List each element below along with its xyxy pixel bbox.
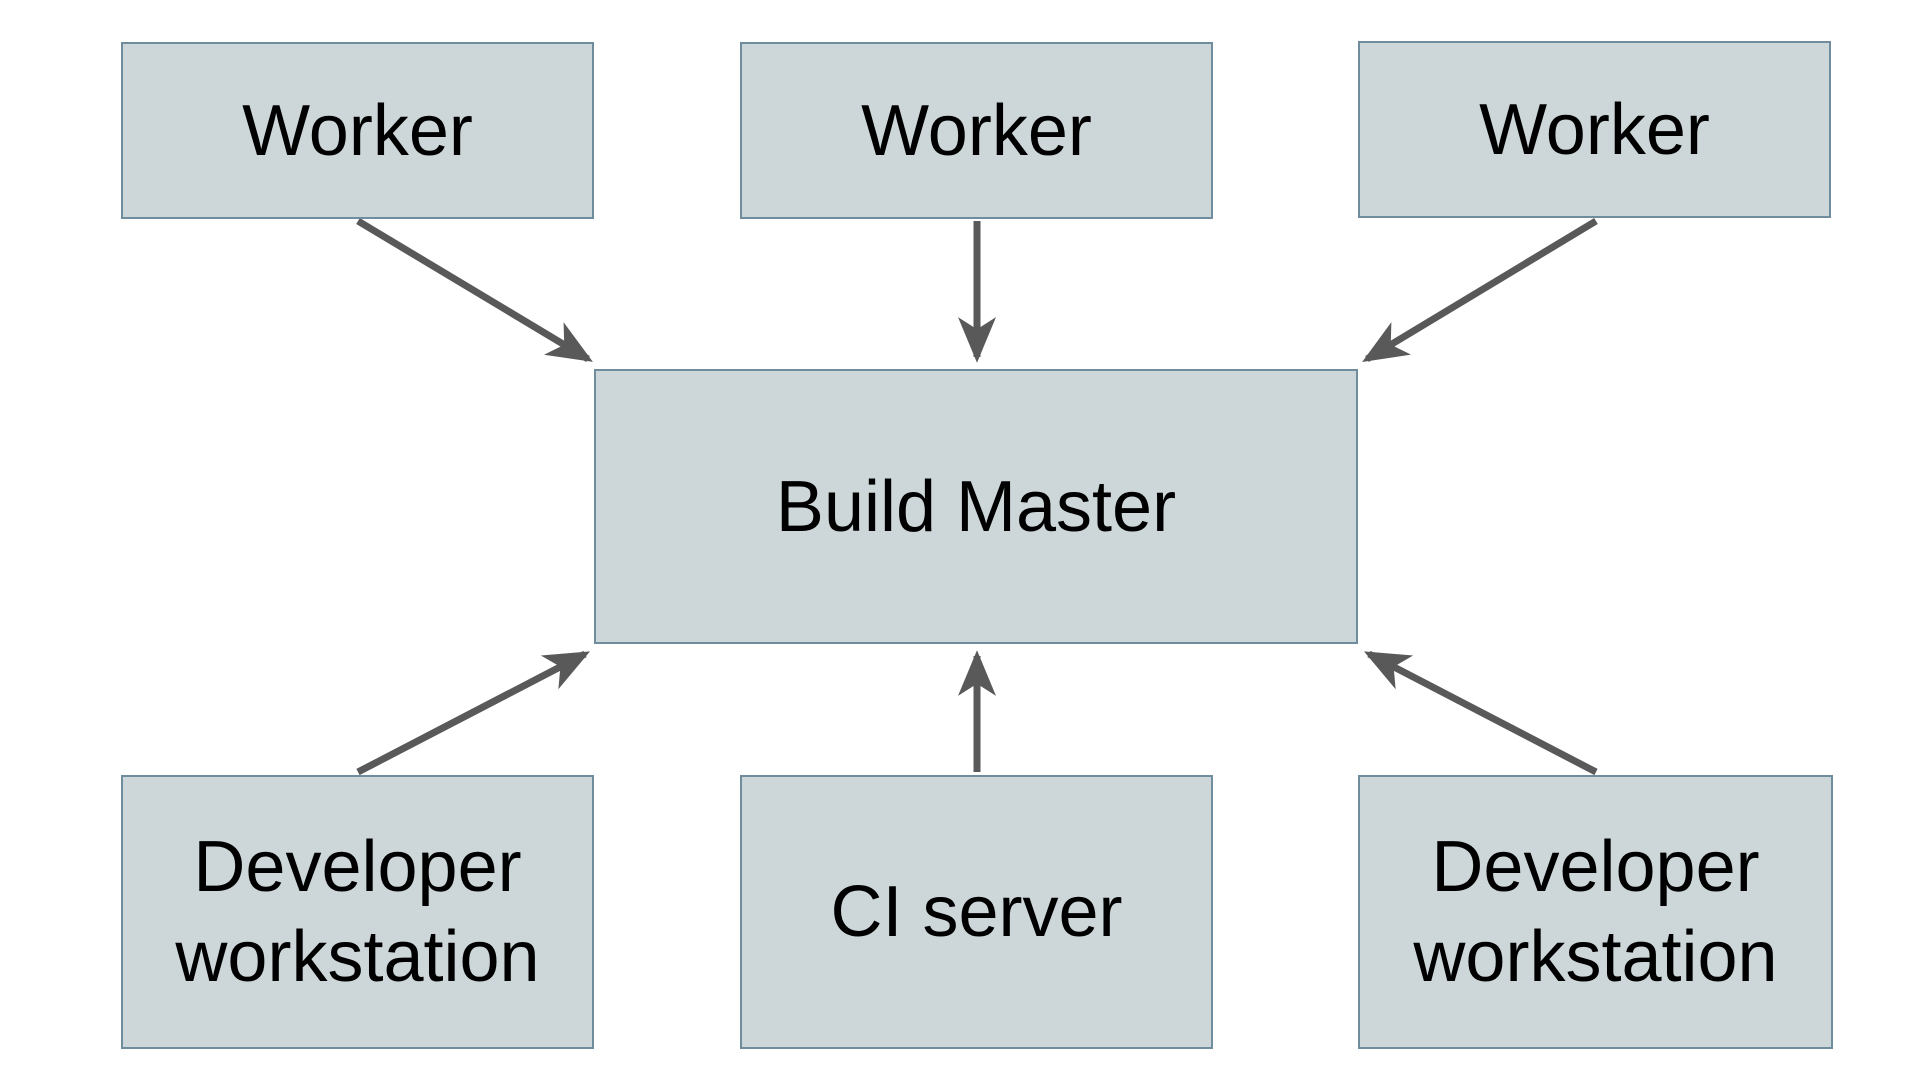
arrow-devworkstation-left-to-buildmaster [356,650,591,776]
node-developer-workstation-right-label: Developer workstation [1413,827,1778,997]
node-build-master: Build Master [594,369,1358,644]
node-worker-2: Worker [740,42,1213,219]
node-ci-server: CI server [740,775,1213,1049]
node-ci-server-label: CI server [830,872,1123,952]
node-developer-workstation-left: Developer workstation [121,775,594,1049]
node-developer-workstation-left-label: Developer workstation [175,827,540,997]
node-worker-1: Worker [121,42,594,219]
node-worker-3-label: Worker [1479,89,1710,170]
node-developer-workstation-right: Developer workstation [1358,775,1833,1049]
node-build-master-label: Build Master [775,466,1177,547]
node-worker-2-label: Worker [861,90,1092,171]
arrow-worker1-to-buildmaster [356,217,593,363]
node-worker-3: Worker [1358,41,1831,218]
arrow-devworkstation-right-to-buildmaster [1363,650,1598,776]
node-worker-1-label: Worker [242,90,473,171]
arrow-worker3-to-buildmaster [1362,218,1598,362]
